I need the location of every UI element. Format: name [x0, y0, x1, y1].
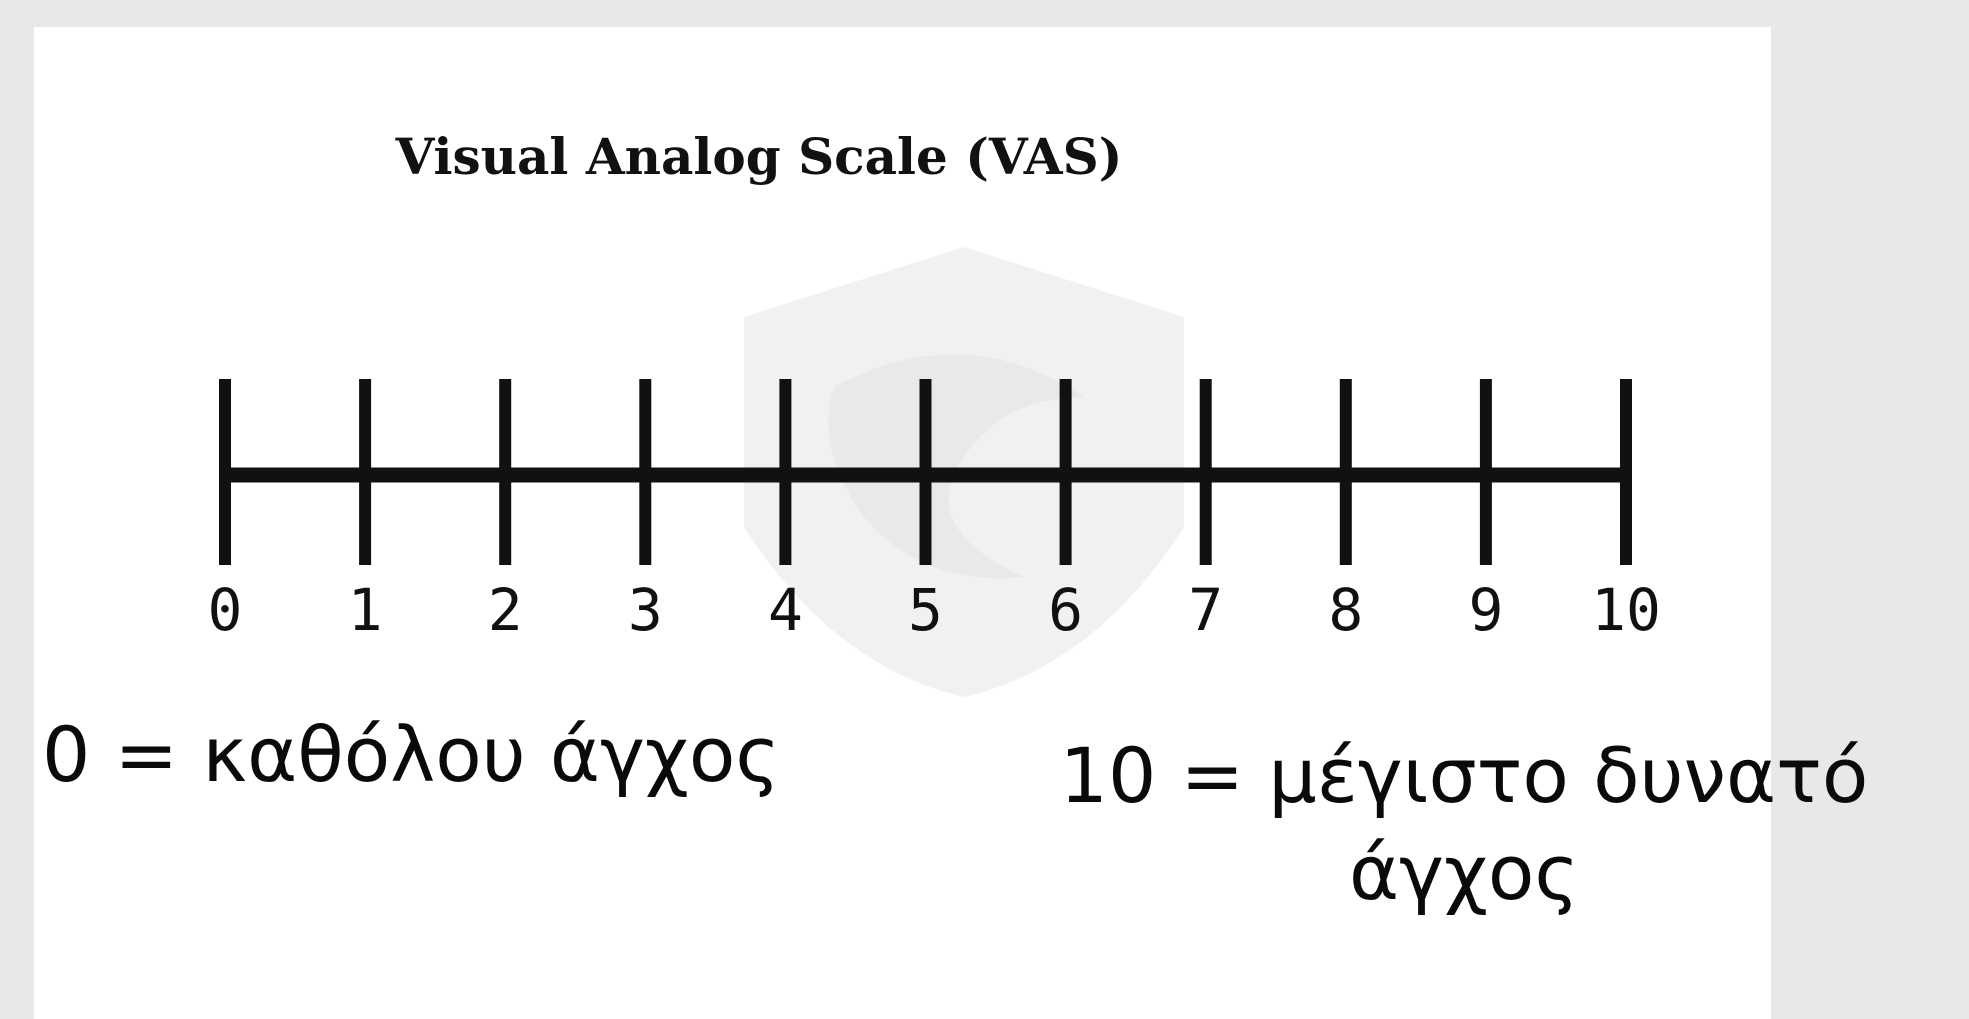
tick-label-2: 2: [488, 576, 523, 644]
tick-label-6: 6: [1048, 576, 1083, 644]
max-anchor-label: 10 = μέγιστο δυνατό άγχος: [1059, 731, 1869, 918]
tick-marks: [219, 379, 1632, 565]
tick-label-8: 8: [1328, 576, 1363, 644]
tick-label-4: 4: [768, 576, 803, 644]
tick-label-3: 3: [628, 576, 663, 644]
tick-label-1: 1: [348, 576, 383, 644]
tick-label-10: 10: [1591, 576, 1661, 644]
min-anchor-label: 0 = καθόλου άγχος: [42, 710, 780, 799]
tick-label-7: 7: [1188, 576, 1223, 644]
vas-scale: 0 1 2 3 4 5 6 7 8 9 10: [208, 379, 1661, 644]
tick-label-9: 9: [1468, 576, 1503, 644]
scale-card: Visual Analog Scale (VAS) 0 1 2 3 4 5 6 7 8 9 10 0…: [34, 27, 1868, 1019]
scale-title: Visual Analog Scale (VAS): [395, 127, 1123, 186]
tick-labels: 0 1 2 3 4 5 6 7 8 9 10: [208, 576, 1661, 644]
tick-label-0: 0: [208, 576, 243, 644]
tick-label-5: 5: [908, 576, 943, 644]
